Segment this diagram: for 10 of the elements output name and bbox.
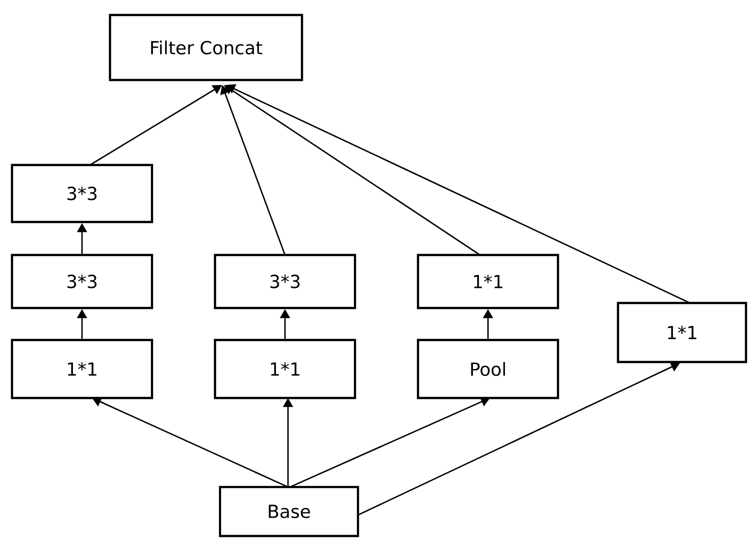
process-box: Base bbox=[218, 486, 360, 538]
process-box: 1*1 bbox=[214, 338, 356, 400]
process-box: 3*3 bbox=[214, 254, 356, 310]
process-box: 3*3 bbox=[10, 164, 154, 224]
process-box: 3*3 bbox=[10, 254, 154, 310]
process-box: 1*1 bbox=[416, 254, 560, 310]
process-box: 1*1 bbox=[616, 302, 748, 364]
process-box: Pool bbox=[416, 338, 560, 400]
process-box: 1*1 bbox=[10, 338, 154, 400]
process-box: Filter Concat bbox=[108, 14, 304, 82]
